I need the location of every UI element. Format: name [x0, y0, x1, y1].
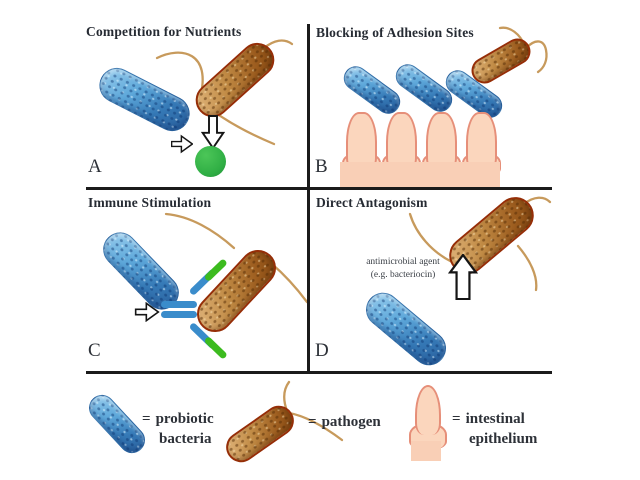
vertical-divider — [307, 24, 310, 373]
panel-b-label: B — [315, 156, 328, 177]
villus-icon — [415, 385, 441, 435]
horizontal-divider-top — [86, 187, 552, 190]
annotation-line1: antimicrobial agent — [366, 257, 440, 267]
villus-icon — [346, 112, 377, 170]
up-arrow-icon — [448, 254, 478, 300]
right-arrow-icon — [134, 302, 160, 322]
villus-icon — [466, 112, 497, 170]
villus-icon — [426, 112, 457, 170]
horizontal-divider-bottom — [86, 371, 552, 374]
panel-d-title: Direct Antagonism — [316, 195, 428, 210]
panel-a-title: Competition for Nutrients — [86, 24, 242, 39]
panel-c: Immune Stimulation C — [86, 190, 307, 371]
panel-b: Blocking of Adhesion Sites B — [310, 18, 552, 187]
nutrient-icon — [195, 146, 226, 177]
panel-b-title: Blocking of Adhesion Sites — [316, 25, 474, 40]
villus-icon — [386, 112, 417, 170]
panel-d-label: D — [315, 340, 329, 361]
equals-sign: = — [452, 411, 461, 427]
antimicrobial-annotation: antimicrobial agent (e.g. bacteriocin) — [338, 256, 468, 282]
equals-sign: = — [142, 411, 151, 427]
legend-label-pathogen: =pathogen — [308, 414, 381, 430]
equals-sign: = — [308, 414, 317, 430]
legend-label-epithelium: =intestinal epithelium — [452, 411, 538, 448]
panel-a-label: A — [88, 156, 102, 177]
antibody-stem — [161, 311, 197, 318]
legend-label-probiotic: =probiotic bacteria — [142, 411, 214, 448]
right-arrow-icon — [171, 134, 193, 154]
epithelium-base — [411, 441, 441, 461]
epithelium-base — [340, 162, 500, 187]
panel-c-title: Immune Stimulation — [88, 195, 212, 210]
intestinal-epithelium-icon — [338, 112, 502, 187]
panel-c-label: C — [88, 340, 101, 361]
intestinal-epithelium-icon — [405, 385, 449, 461]
annotation-line2: (e.g. bacteriocin) — [370, 269, 436, 280]
antibody-stem — [161, 301, 197, 308]
panel-d: Direct Antagonism antimicrobial agent (e… — [310, 189, 552, 373]
antibody-icon — [161, 258, 228, 360]
panel-a: Competition for Nutrients A — [86, 18, 307, 187]
down-arrow-icon — [201, 115, 225, 150]
legend: =probiotic bacteria =pathogen =intestina… — [83, 378, 552, 474]
